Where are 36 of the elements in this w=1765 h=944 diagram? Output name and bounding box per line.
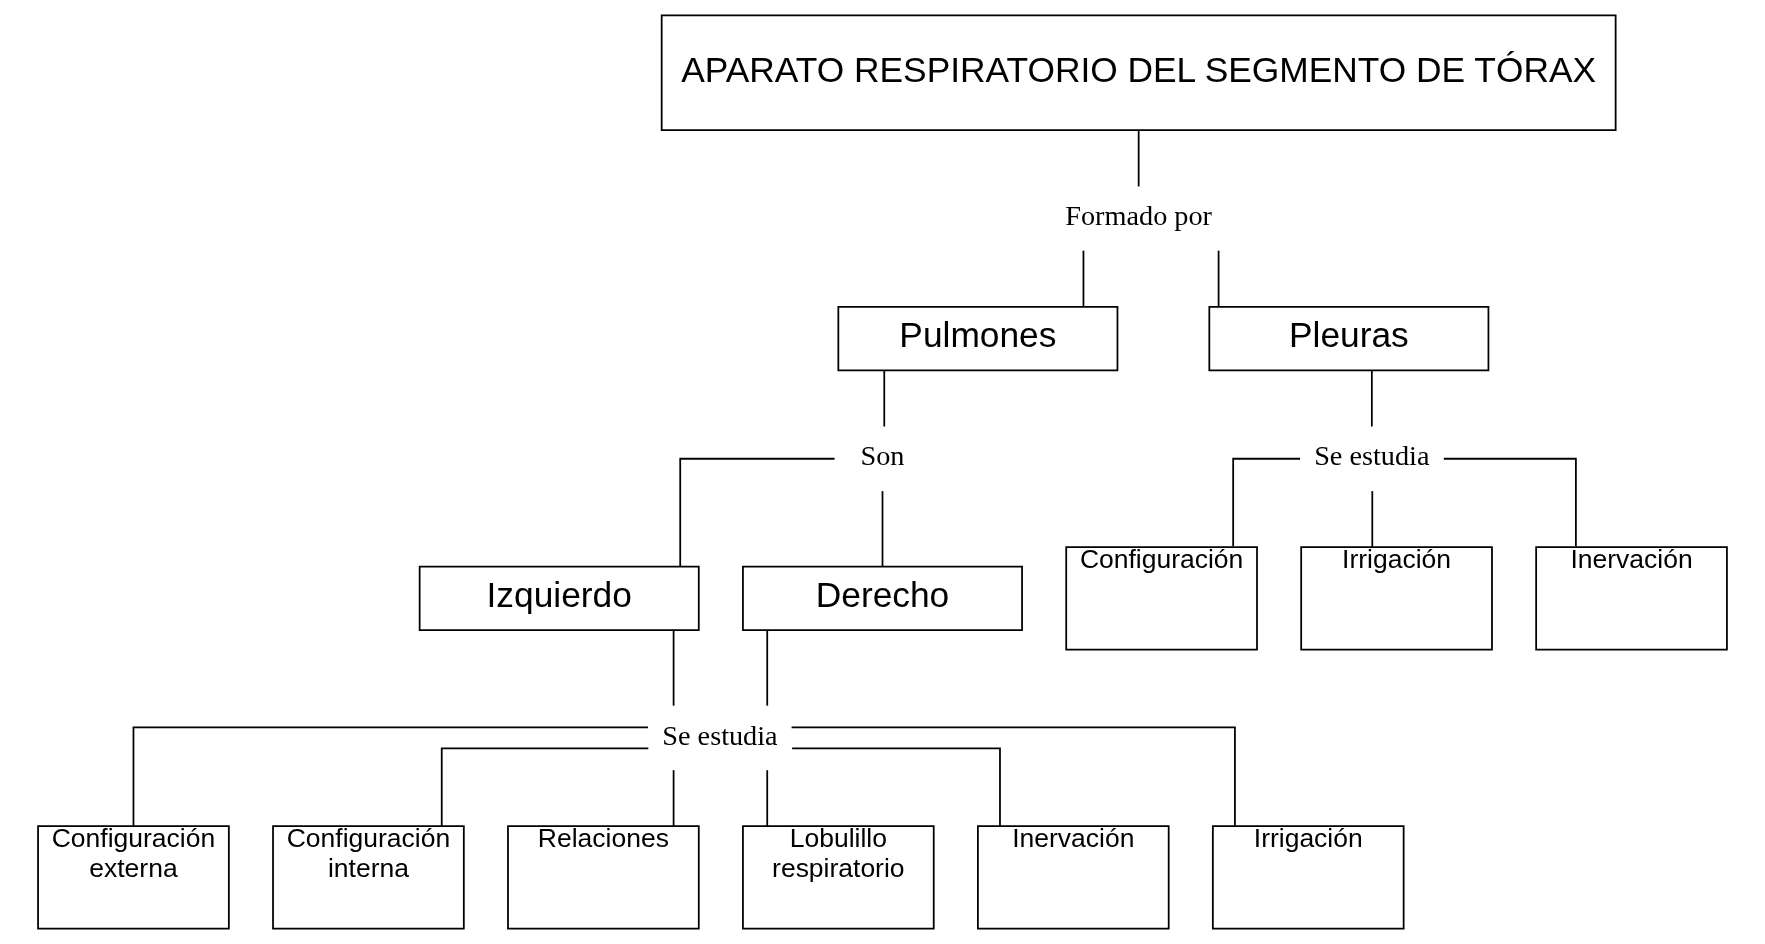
connector xyxy=(1442,457,1577,548)
node-box: Configuración externa xyxy=(37,825,230,930)
node-box: Relaciones xyxy=(507,825,700,930)
connector xyxy=(881,490,884,567)
connector xyxy=(440,747,650,827)
connector xyxy=(672,769,675,827)
connector xyxy=(1371,490,1374,548)
node-box: Configuración interna xyxy=(272,825,465,930)
node-box: Derecho xyxy=(742,565,1023,631)
connector xyxy=(790,726,1236,827)
connector xyxy=(132,726,649,827)
node-box: Irrigación xyxy=(1300,546,1493,651)
connector xyxy=(766,629,769,707)
connector xyxy=(1082,249,1085,308)
node-box: Lobulillo respiratorio xyxy=(742,825,935,930)
connector xyxy=(1137,129,1140,188)
node-box: Pulmones xyxy=(837,305,1119,372)
connector xyxy=(1232,457,1301,548)
connector xyxy=(679,457,836,567)
connector xyxy=(1217,249,1220,308)
node-text: Son xyxy=(860,440,905,472)
node-text: Formado por xyxy=(1065,200,1213,232)
connector xyxy=(766,769,769,827)
node-box: Izquierdo xyxy=(418,565,700,631)
node-box: Configuración xyxy=(1065,546,1258,651)
connector xyxy=(1370,369,1373,428)
connector xyxy=(672,629,675,707)
node-box: Irrigación xyxy=(1211,825,1405,930)
node-text: Se estudia xyxy=(1314,440,1430,472)
node-text: Se estudia xyxy=(662,719,778,751)
node-box: Pleuras xyxy=(1208,305,1490,372)
connector xyxy=(791,747,1001,827)
node-box: Inervación xyxy=(977,825,1170,930)
node-box: Inervación xyxy=(1535,546,1728,651)
connector xyxy=(883,369,886,428)
node-box: APARATO RESPIRATORIO DEL SEGMENTO DE TÓRAX xyxy=(660,14,1617,132)
